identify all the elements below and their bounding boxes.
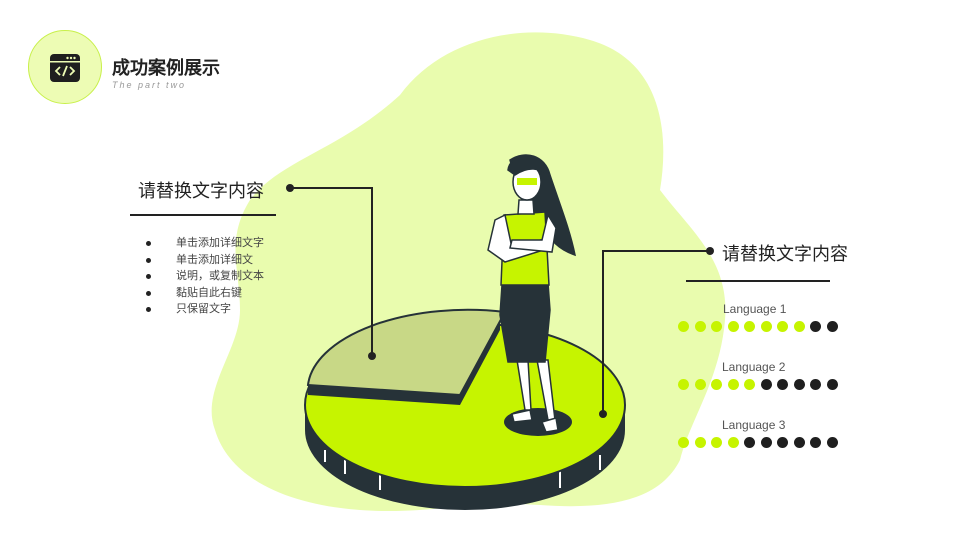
rating-dot-empty xyxy=(810,379,821,390)
rating-dot-filled xyxy=(744,321,755,332)
rating-dot-empty xyxy=(760,437,772,448)
connector-left-end xyxy=(286,184,294,192)
rating-dot-empty xyxy=(826,321,838,332)
rating-dot-empty xyxy=(810,437,821,448)
rating-dot-empty xyxy=(793,379,805,390)
rating-dot-empty xyxy=(826,437,838,448)
list-item: 单击添加详细文 xyxy=(146,252,264,269)
connector-right-start xyxy=(599,410,607,418)
rating-dot-filled xyxy=(727,437,739,448)
code-window-icon xyxy=(50,54,80,82)
right-heading: 请替换文字内容 xyxy=(722,244,848,264)
rating-dot-empty xyxy=(777,437,788,448)
left-divider xyxy=(130,214,276,216)
skill-rating-2 xyxy=(678,379,838,390)
left-heading: 请替换文字内容 xyxy=(138,181,264,201)
right-divider xyxy=(686,280,830,282)
rating-dot-filled xyxy=(694,437,706,448)
rating-dot-filled xyxy=(678,321,689,332)
page-title: 成功案例展示 xyxy=(112,58,220,78)
rating-dot-empty xyxy=(744,437,755,448)
skill-rating-1 xyxy=(678,321,838,332)
rating-dot-filled xyxy=(711,437,722,448)
rating-dot-filled xyxy=(678,379,689,390)
rating-dot-filled xyxy=(711,321,722,332)
list-item: 说明，或复制文本 xyxy=(146,268,264,285)
rating-dot-filled xyxy=(727,321,739,332)
rating-dot-filled xyxy=(694,379,706,390)
rating-dot-empty xyxy=(826,379,838,390)
skill-label-1: Language 1 xyxy=(723,302,787,316)
skill-label-2: Language 2 xyxy=(722,360,786,374)
pie-slice-top xyxy=(306,308,507,397)
list-item: 只保留文字 xyxy=(146,301,264,318)
rating-dot-filled xyxy=(744,379,755,390)
connector-right-end xyxy=(706,247,714,255)
rating-dot-empty xyxy=(760,379,772,390)
rating-dot-filled xyxy=(727,379,739,390)
rating-dot-filled xyxy=(777,321,788,332)
rating-dot-filled xyxy=(793,321,805,332)
skill-rating-3 xyxy=(678,437,838,448)
rating-dot-empty xyxy=(793,437,805,448)
woman-figure xyxy=(487,154,576,433)
rating-dot-empty xyxy=(810,321,821,332)
rating-dot-filled xyxy=(760,321,772,332)
page-subtitle: The part two xyxy=(112,80,187,90)
connector-left xyxy=(290,187,373,356)
rating-dot-filled xyxy=(678,437,689,448)
rating-dot-empty xyxy=(777,379,788,390)
list-item: 单击添加详细文字 xyxy=(146,235,264,252)
bullet-list: 单击添加详细文字 单击添加详细文 说明，或复制文本 黏贴自此右键 只保留文字 xyxy=(146,235,264,318)
skill-label-3: Language 3 xyxy=(722,418,786,432)
connector-right xyxy=(602,250,710,414)
rating-dot-filled xyxy=(711,379,722,390)
connector-left-start xyxy=(368,352,376,360)
rating-dot-filled xyxy=(694,321,706,332)
list-item: 黏贴自此右键 xyxy=(146,285,264,302)
